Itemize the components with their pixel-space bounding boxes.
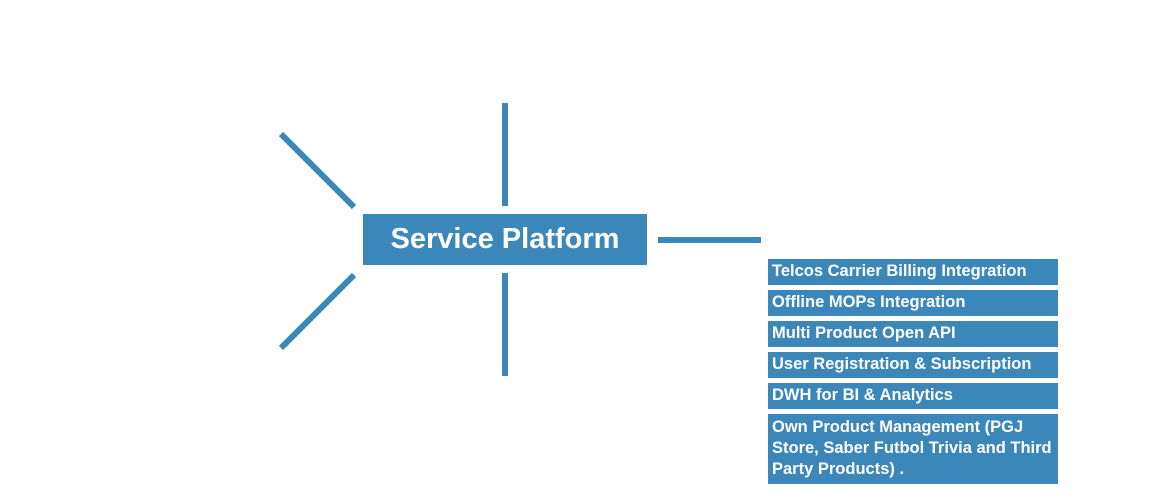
- central-node-service-platform: Service Platform: [363, 214, 647, 265]
- feature-item-dwh-analytics: DWH for BI & Analytics: [768, 383, 1058, 409]
- feature-item-user-registration: User Registration & Subscription: [768, 352, 1058, 378]
- connector-upper-left: [278, 131, 357, 210]
- feature-list: Telcos Carrier Billing Integration Offli…: [768, 259, 1058, 489]
- connector-lower-left: [278, 272, 357, 351]
- feature-item-product-management: Own Product Management (PGJ Store, Saber…: [768, 414, 1058, 484]
- feature-item-offline-mops: Offline MOPs Integration: [768, 290, 1058, 316]
- feature-item-carrier-billing: Telcos Carrier Billing Integration: [768, 259, 1058, 285]
- feature-item-open-api: Multi Product Open API: [768, 321, 1058, 347]
